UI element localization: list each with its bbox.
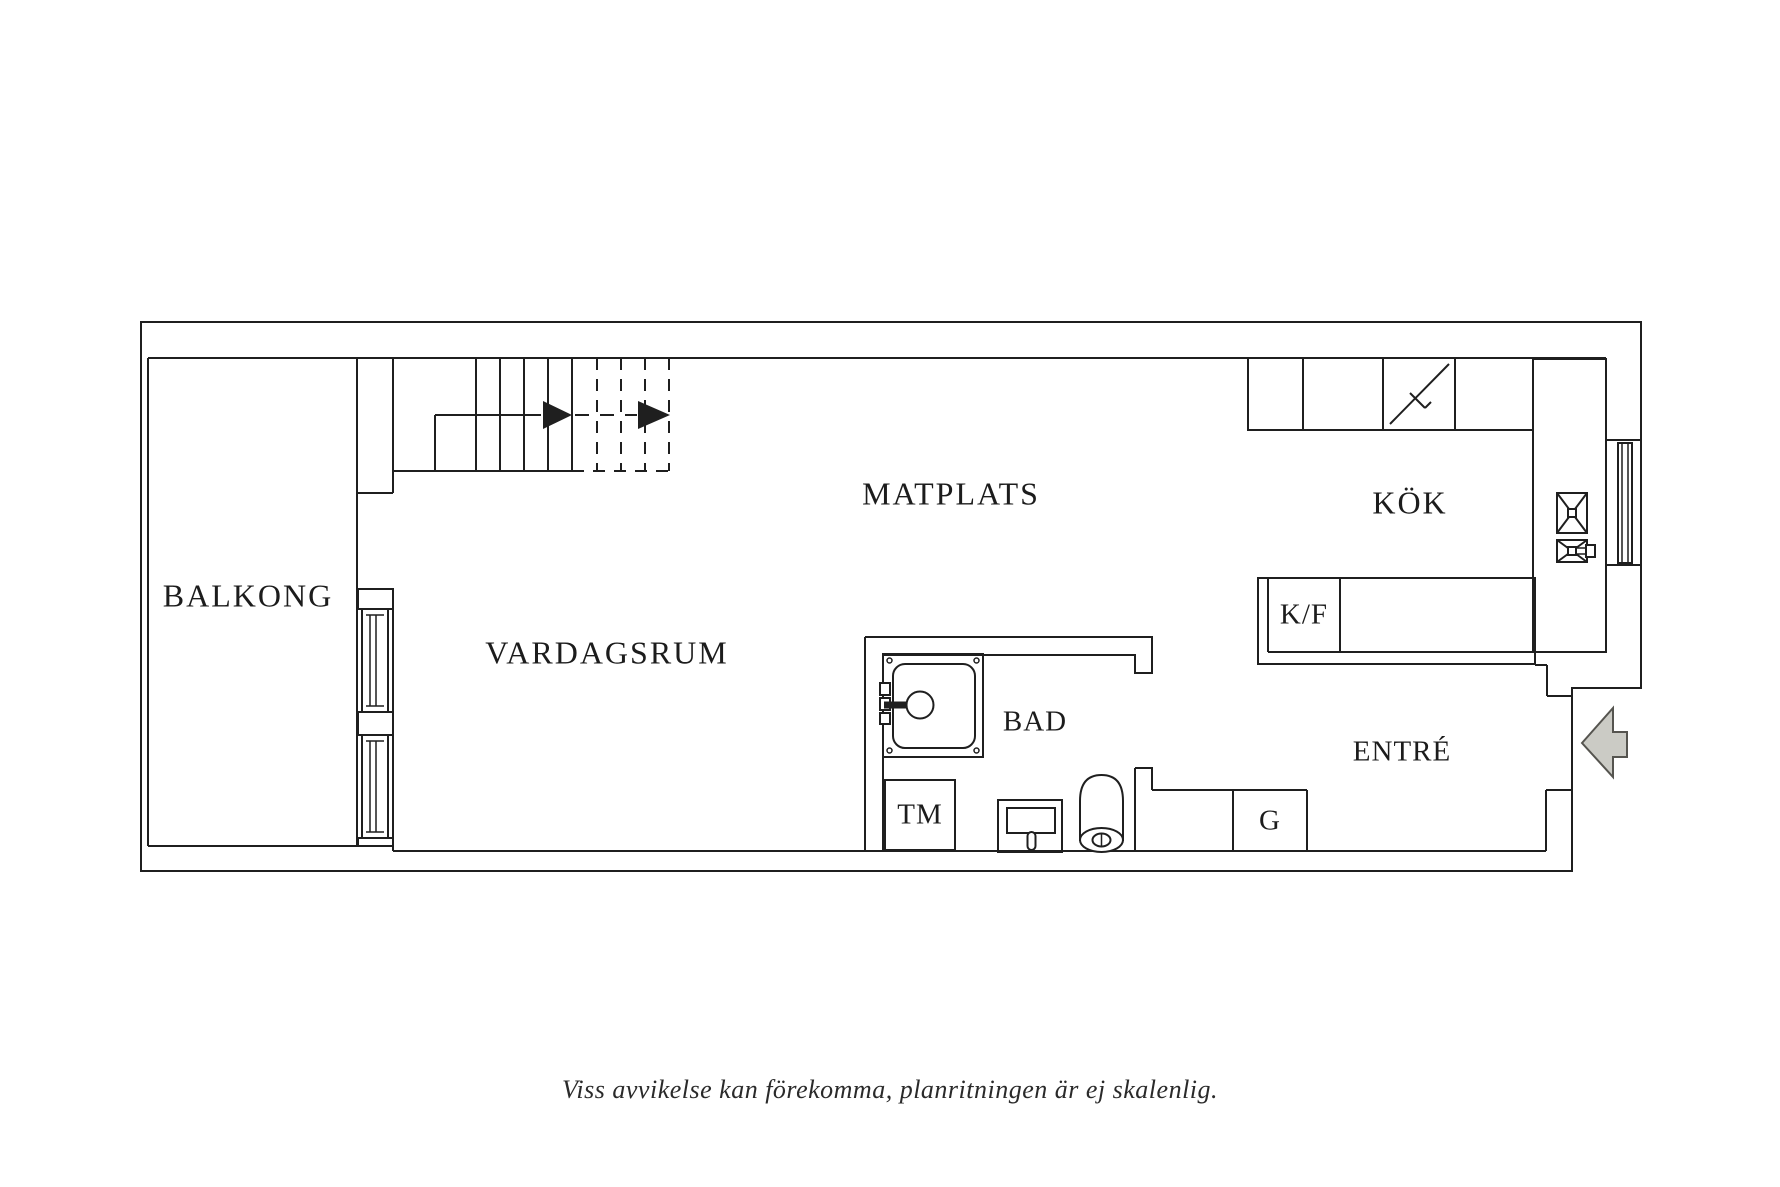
counter-appliance-icon [1383, 358, 1455, 430]
room-label-tm: TM [897, 798, 943, 831]
toilet-icon [1080, 775, 1123, 852]
wall-pier [358, 358, 393, 493]
hand-basin-icon [998, 800, 1062, 852]
room-label-kf: K/F [1279, 598, 1329, 631]
kitchen-counter-strip [1533, 359, 1606, 652]
shower-icon [880, 654, 983, 757]
wardrobe-icon [1233, 790, 1307, 851]
room-label-vardagsrum: VARDAGSRUM [485, 634, 729, 671]
kitchen-window-icon [1606, 358, 1641, 652]
outer-wall [141, 322, 1641, 871]
counter-cabinet [1303, 358, 1383, 430]
room-label-kok: KÖK [1372, 484, 1448, 521]
stair-direction-arrow-icon [543, 401, 670, 429]
vent-shaft [1248, 358, 1303, 430]
bathroom-right-wall [1135, 768, 1152, 851]
entry-door-jambs [1535, 665, 1572, 851]
kitchen-sink-icon [1557, 493, 1595, 562]
room-label-balkong: BALKONG [162, 577, 334, 614]
entrance-arrow-icon [1580, 705, 1628, 780]
fridge-freezer-counter-icon [1258, 578, 1535, 664]
counter-cabinet [1455, 358, 1533, 430]
washing-machine-icon [885, 780, 955, 850]
room-label-bad: BAD [1002, 705, 1068, 738]
room-label-entre: ENTRÉ [1352, 735, 1452, 768]
room-label-g: G [1259, 804, 1281, 837]
disclaimer-caption: Viss avvikelse kan förekomma, planritnin… [561, 1075, 1219, 1104]
room-label-matplats: MATPLATS [862, 475, 1040, 512]
stairs-up-icon [393, 358, 672, 471]
balcony-window-icon [358, 589, 393, 851]
